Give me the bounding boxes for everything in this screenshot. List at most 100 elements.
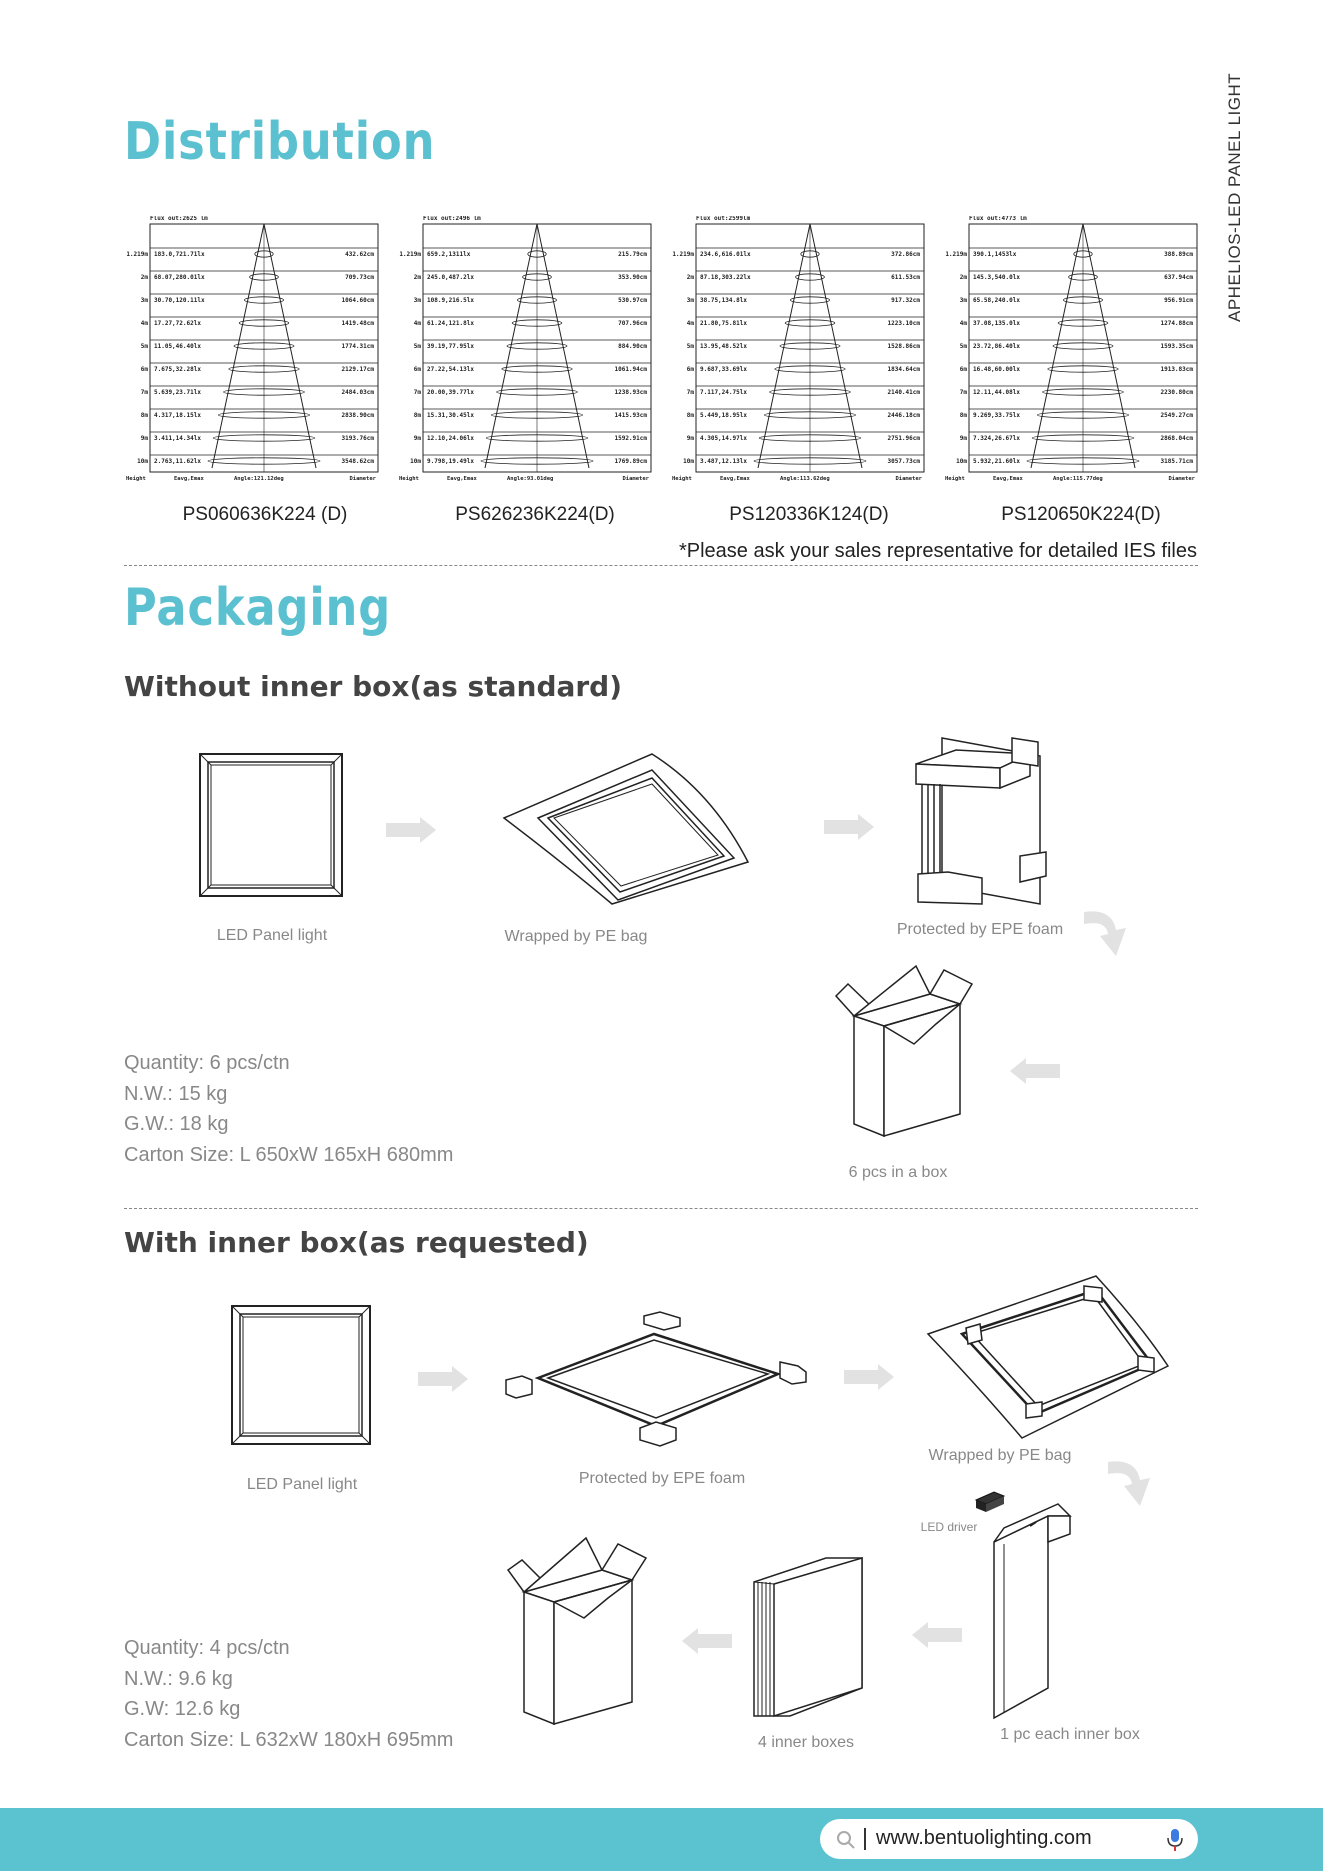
height-label: 8m (414, 412, 422, 419)
angle-label: Angle:113.62deg (780, 476, 830, 482)
illuminance-label: 5.449,18.95lx (700, 412, 747, 419)
height-label: 3m (687, 297, 695, 304)
illuminance-label: 9.798,19.49lx (427, 458, 474, 465)
illuminance-label: 9.687,33.69lx (700, 366, 747, 373)
led-panel-illustration (231, 1305, 371, 1445)
arrow-left-icon (1010, 1058, 1060, 1084)
diameter-label: 1064.60cm (341, 297, 374, 304)
diameter-label: 215.79cm (618, 251, 647, 258)
height-label: 7m (687, 389, 695, 396)
packaging-heading: Packaging (124, 578, 392, 638)
illuminance-label: 87.18,303.22lx (700, 274, 751, 281)
beam-ellipse (795, 273, 825, 281)
beam-ellipse (506, 342, 568, 350)
illuminance-label: 12.10,24.06lx (427, 435, 474, 442)
beam-ellipse (223, 388, 305, 396)
diameter-label: 1769.89cm (614, 458, 647, 465)
beam-ellipse (800, 250, 820, 258)
diameter-label: 637.94cm (1164, 274, 1193, 281)
illuminance-label: 390.1,1453lx (973, 251, 1017, 258)
beam-ellipse (764, 411, 856, 419)
illuminance-label: 61.24,121.8lx (427, 320, 474, 327)
diameter-label: 1592.91cm (614, 435, 647, 442)
beam-ellipse (244, 296, 285, 304)
height-label: 8m (960, 412, 968, 419)
height-label: 6m (687, 366, 695, 373)
spec-carton-size: Carton Size: L 650xW 165xH 680mm (124, 1143, 454, 1166)
caption-led-panel: LED Panel light (216, 927, 328, 944)
illuminance-label: 23.72,86.40lx (973, 343, 1020, 350)
beam-ellipse (485, 434, 589, 442)
caption-4-inner-boxes: 4 inner boxes (757, 1734, 855, 1751)
diameter-label: 353.90cm (618, 274, 647, 281)
beam-ellipse (1037, 411, 1129, 419)
inner-box-illustration (993, 1503, 1072, 1720)
beam-ellipse (790, 296, 831, 304)
diameter-label: 2484.03cm (341, 389, 374, 396)
beam-ellipse (1073, 250, 1093, 258)
beam-ellipse (769, 388, 851, 396)
caption-epe-foam: Protected by EPE foam (896, 921, 1064, 938)
epe-foam-illustration (915, 737, 1047, 905)
caption-pe-bag: Wrapped by PE bag (928, 1447, 1072, 1464)
illuminance-label: 3.487,12.13lx (700, 458, 747, 465)
height-label: 5m (414, 343, 422, 350)
illuminance-label: 11.05,46.40lx (154, 343, 201, 350)
beam-ellipse (238, 319, 290, 327)
model-label-3: PS120336K124(D) (729, 504, 889, 525)
illuminance-label: 2.763,11.62lx (154, 458, 201, 465)
standard-title: Without inner box(as standard) (124, 670, 623, 703)
height-label: 2m (687, 274, 695, 281)
height-label: 7m (960, 389, 968, 396)
illuminance-label: 21.80,75.81lx (700, 320, 747, 327)
arrow-right-icon (418, 1366, 468, 1392)
eavg-label: Eavg,Emax (447, 476, 477, 482)
diameter-label: 2549.27cm (1160, 412, 1193, 419)
diameter-axis-label: Diameter (350, 476, 377, 482)
height-axis-label: Height (399, 476, 419, 482)
illuminance-label: 7.324,26.67lx (973, 435, 1020, 442)
carton-box-illustration (834, 964, 974, 1138)
beam-ellipse (774, 365, 846, 373)
search-bar[interactable]: www.bentuolighting.com (820, 1819, 1198, 1859)
website-url[interactable]: www.bentuolighting.com (876, 1827, 1092, 1849)
illuminance-label: 7.675,32.28lx (154, 366, 201, 373)
illuminance-label: 7.117,24.75lx (700, 389, 747, 396)
illuminance-label: 145.3,540.0lx (973, 274, 1020, 281)
beam-edge (484, 223, 538, 469)
beam-ellipse (491, 411, 583, 419)
diameter-label: 1223.10cm (887, 320, 920, 327)
height-label: 2m (960, 274, 968, 281)
diameter-label: 372.86cm (891, 251, 920, 258)
beam-ellipse (496, 388, 578, 396)
diameter-label: 709.73cm (345, 274, 374, 281)
angle-label: Angle:115.77deg (1053, 476, 1103, 482)
arrow-right-icon (824, 814, 874, 840)
height-label: 9m (414, 435, 422, 442)
illuminance-label: 4.305,14.97lx (700, 435, 747, 442)
ies-note: *Please ask your sales representative fo… (678, 540, 1197, 562)
model-label-1: PS060636K224 (D) (182, 504, 348, 525)
height-label: 1.219m (399, 251, 421, 258)
requested-title: With inner box(as requested) (124, 1226, 589, 1259)
search-icon (837, 1831, 855, 1849)
arrow-left-icon (912, 1622, 962, 1648)
beam-edge (757, 223, 811, 469)
diameter-label: 3193.76cm (341, 435, 374, 442)
illuminance-label: 3.411,14.34lx (154, 435, 201, 442)
beam-ellipse (517, 296, 558, 304)
height-label: 3m (141, 297, 149, 304)
arrow-right-icon (386, 817, 436, 843)
illuminance-label: 68.07,280.01lx (154, 274, 205, 281)
diameter-label: 1274.88cm (1160, 320, 1193, 327)
illuminance-label: 4.317,18.15lx (154, 412, 201, 419)
height-label: 3m (960, 297, 968, 304)
beam-ellipse (511, 319, 563, 327)
diameter-label: 1593.35cm (1160, 343, 1193, 350)
diameter-label: 917.32cm (891, 297, 920, 304)
microphone-icon[interactable] (1166, 1828, 1184, 1852)
beam-ellipse (784, 319, 836, 327)
illuminance-label: 38.75,134.8lx (700, 297, 747, 304)
